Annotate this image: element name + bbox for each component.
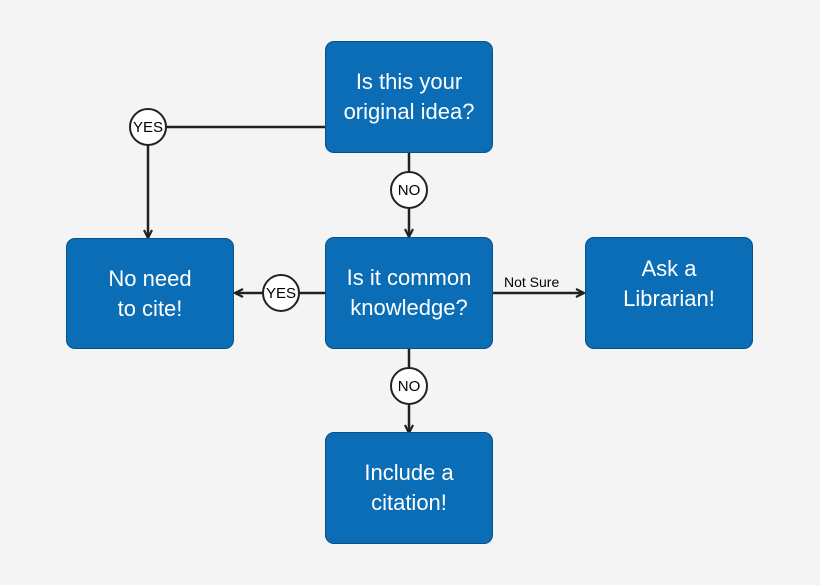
node-include-citation-label: Include a citation! [364, 460, 454, 515]
label-not-sure: Not Sure [504, 274, 560, 290]
node-common-knowledge-label: Is it common knowledge? [346, 265, 472, 320]
node-no-need-to-cite-label: No need to cite! [108, 265, 192, 321]
label-no-top-text: NO [397, 181, 421, 199]
node-ask-librarian-label: Ask a Librarian! [623, 256, 715, 311]
node-ask-librarian: Ask a Librarian! [585, 237, 753, 349]
label-yes-top: YES [129, 108, 167, 146]
label-yes-left-text: YES [265, 284, 296, 302]
node-include-citation: Include a citation! [325, 432, 493, 544]
node-original-idea-label: Is this your original idea? [343, 69, 475, 124]
edge-yes-top [148, 125, 325, 238]
label-yes-left: YES [262, 274, 300, 312]
label-yes-top-text: YES [132, 118, 163, 136]
node-no-need-to-cite: No need to cite! [66, 238, 234, 349]
label-no-bottom: NO [390, 367, 428, 405]
node-common-knowledge: Is it common knowledge? [325, 237, 493, 349]
node-original-idea: Is this your original idea? [325, 41, 493, 153]
label-no-top: NO [390, 171, 428, 209]
label-no-bottom-text: NO [397, 377, 421, 395]
